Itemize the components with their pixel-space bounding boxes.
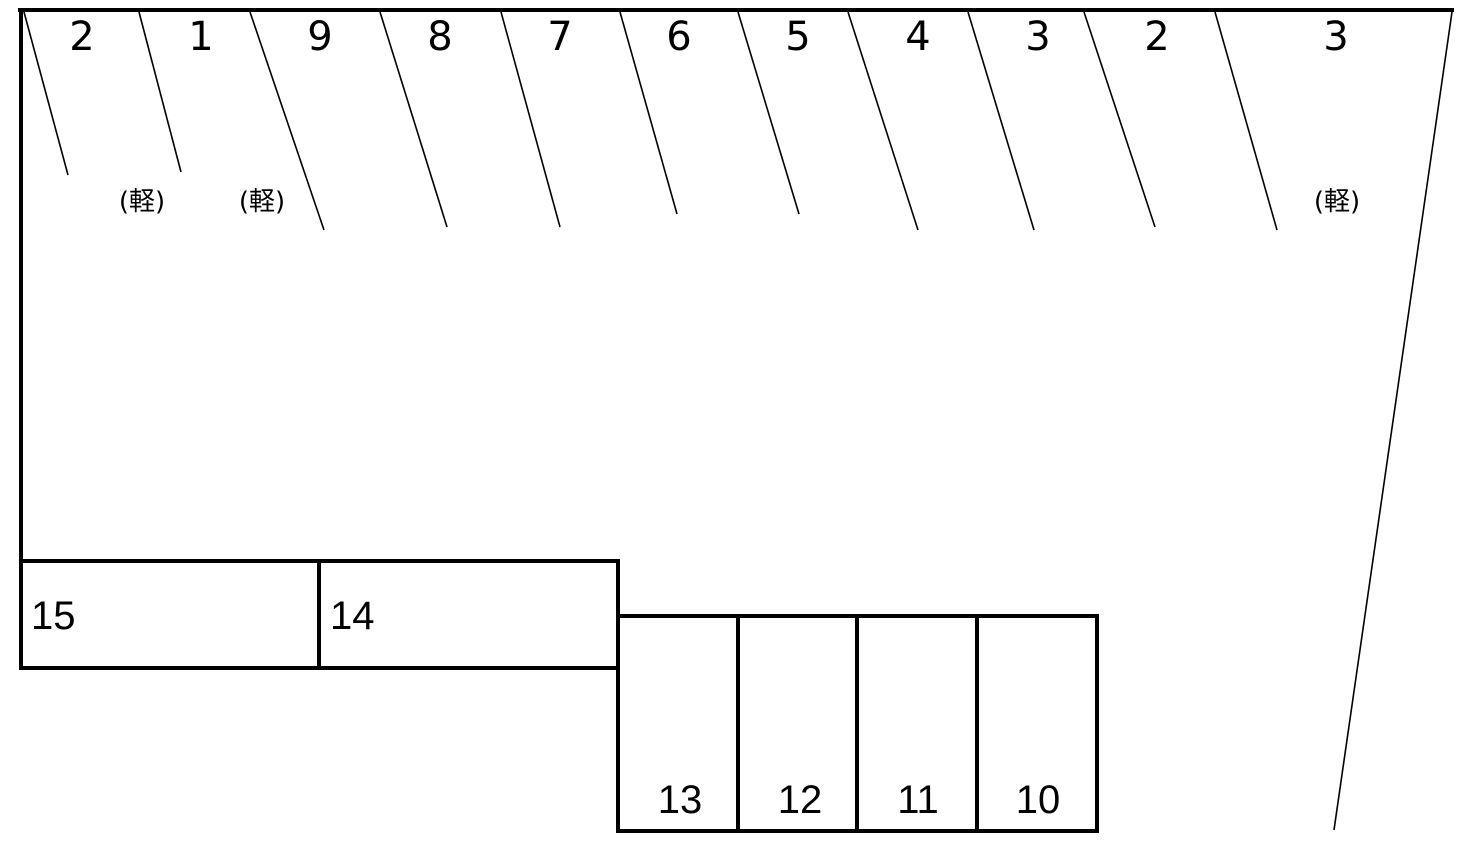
space-number: 3 (1323, 14, 1348, 60)
space-number: 9 (307, 14, 332, 60)
space-number: 2 (1144, 14, 1169, 60)
kei-label: (軽) (119, 187, 165, 217)
kei-label: (軽) (239, 187, 285, 217)
stall-divider (379, 11, 448, 228)
stall-divider (737, 11, 800, 215)
stall-divider (847, 11, 919, 231)
kei-labels: (軽) (軽) (軽) (119, 187, 1360, 217)
space-number: 4 (905, 14, 930, 60)
stall-divider (1214, 11, 1278, 231)
stall-divider (249, 11, 325, 231)
stall-divider (138, 11, 182, 173)
space-number: 2 (69, 14, 94, 60)
stall-divider (619, 11, 678, 215)
space-number: 7 (547, 14, 572, 60)
stall-divider (1083, 11, 1156, 228)
stall-divider (500, 11, 561, 228)
space-number: 12 (778, 778, 823, 822)
space-number: 13 (658, 778, 703, 822)
lot-right-edge (1333, 11, 1453, 831)
space-number: 5 (785, 14, 810, 60)
space-number: 8 (427, 14, 452, 60)
space-number: 6 (666, 14, 691, 60)
stall-10-box (975, 614, 1099, 833)
left-row-stalls: 15 14 (19, 559, 620, 670)
space-number: 1 (188, 14, 213, 60)
stall-divider (967, 11, 1035, 231)
space-number: 15 (31, 594, 76, 638)
top-row-numbers: 2 1 9 8 7 6 5 4 3 2 3 (69, 14, 1348, 60)
lot-boundary (18, 8, 1454, 831)
bottom-row-stalls: 13 12 11 10 (616, 614, 1099, 833)
space-number: 14 (330, 594, 375, 638)
space-number: 11 (897, 778, 939, 822)
kei-label: (軽) (1314, 187, 1360, 217)
space-number: 3 (1025, 14, 1050, 60)
top-stall-dividers (23, 11, 1278, 231)
stall-divider (23, 11, 69, 176)
space-number: 10 (1016, 778, 1061, 822)
